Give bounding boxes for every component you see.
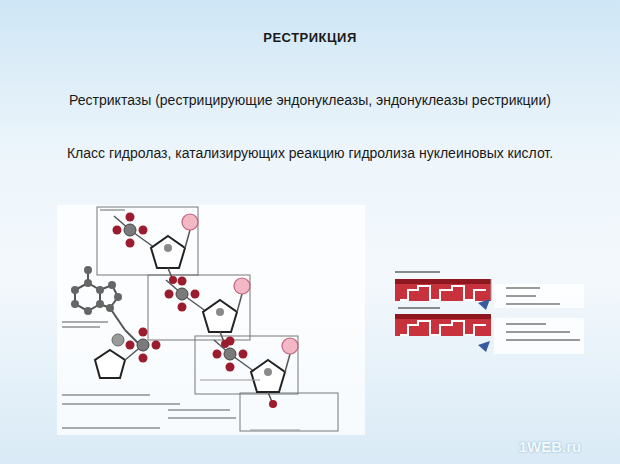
subtitle-text: Рестриктазы (рестрицирующие эндонуклеазы… — [10, 92, 610, 108]
watermark: 1WEB.ru — [500, 438, 600, 455]
slide-title: РЕСТРИКЦИЯ — [110, 30, 510, 45]
definition-text: Класс гидролаз, катализирующих реакцию г… — [10, 145, 610, 161]
